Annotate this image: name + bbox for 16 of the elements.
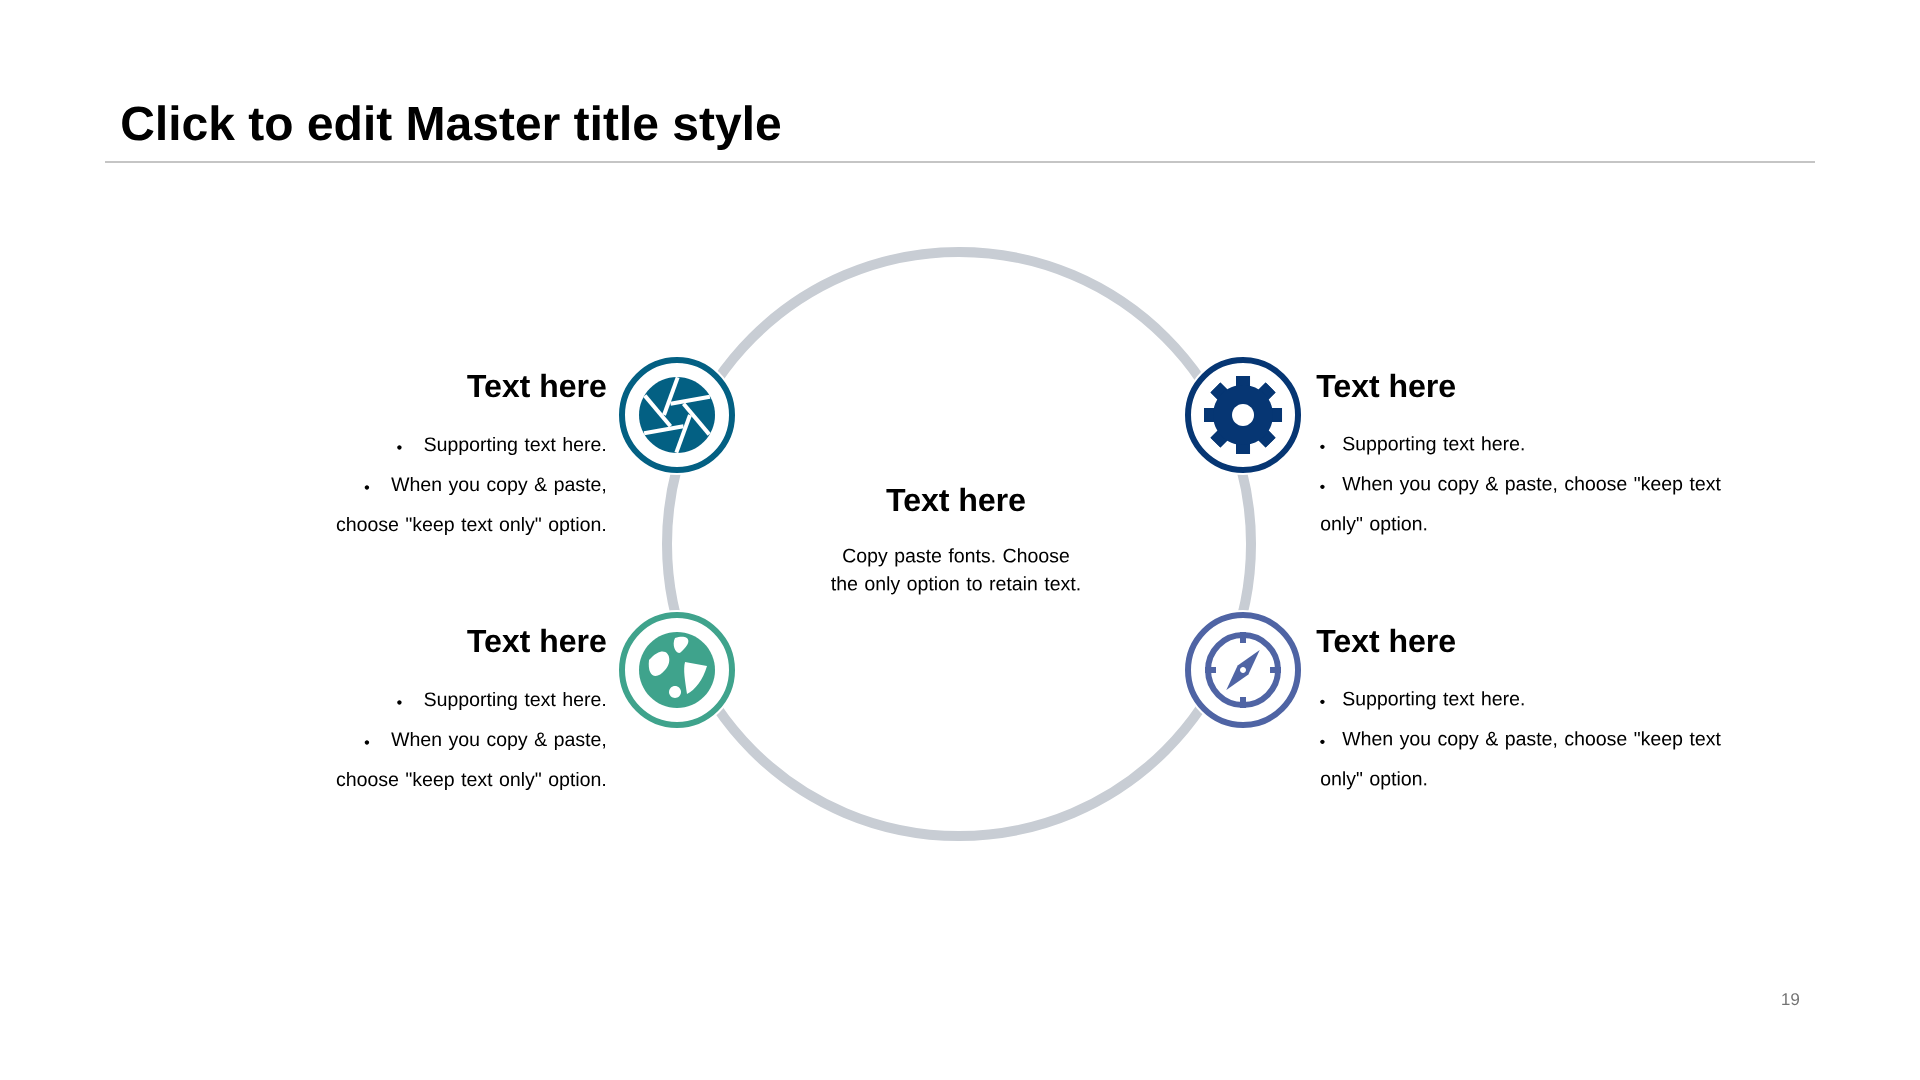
bullet-text: When you copy & paste, choose "keep text only" option. [1320, 731, 1721, 790]
heading: Text here [1316, 628, 1455, 653]
center-heading: Text here [886, 487, 1025, 512]
slide-title: Click to edit Master title style [122, 105, 781, 150]
bullet-text: Supporting text here. [1320, 436, 1524, 455]
center-text: Copy paste fonts. Choose the only option to retain text. [831, 548, 1080, 595]
page-number: 19 [1782, 993, 1799, 1006]
bullet-text: When you copy & paste, choose "keep text only" option. [1320, 476, 1721, 535]
heading: Text here [467, 628, 606, 653]
bullet-text: When you copy & paste, choose "keep text only" option. [336, 476, 606, 536]
heading: Text here [467, 373, 606, 398]
bullet-text: When you copy & paste, choose "keep text only" option. [336, 731, 606, 791]
bullet-text: Supporting text here. [1320, 691, 1524, 710]
bullet-text: Supporting text here. [397, 691, 605, 711]
bullet-text: Supporting text here. [397, 436, 605, 456]
heading: Text here [1316, 373, 1455, 398]
